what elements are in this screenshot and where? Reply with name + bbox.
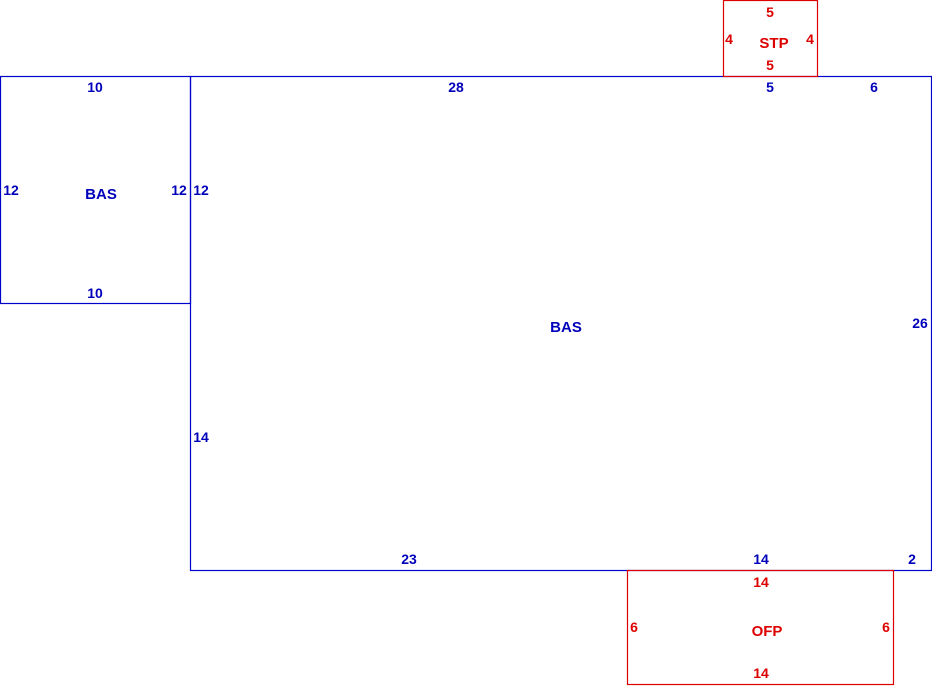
bas-main-left-upper-dim: 12 [193, 182, 209, 198]
bas-main-bottom-left-dim: 23 [401, 551, 417, 567]
ofp-outline [626, 569, 895, 686]
bas-small-label: BAS [85, 186, 117, 203]
bas-main-top-mid-dim: 5 [766, 79, 774, 95]
bas-main-area: 28 5 6 12 BAS 26 14 23 14 2 [189, 75, 932, 572]
bas-main-right-dim: 26 [912, 315, 928, 331]
bas-main-bottom-mid-dim: 14 [753, 551, 769, 567]
bas-main-label: BAS [550, 319, 582, 336]
bas-small-top-dim: 10 [87, 79, 103, 95]
bas-main-bottom-right-dim: 2 [908, 551, 916, 567]
ofp-right-dim: 6 [882, 619, 890, 635]
bas-main-top-left-dim: 28 [448, 79, 464, 95]
ofp-label: OFP [752, 623, 783, 640]
stp-bottom-dim: 5 [766, 57, 774, 73]
ofp-area: 14 6 OFP 6 14 [626, 569, 895, 686]
stp-left-dim: 4 [725, 31, 733, 47]
stp-area: 5 4 STP 4 5 [722, 0, 819, 78]
stp-right-dim: 4 [806, 31, 814, 47]
ofp-bottom-dim: 14 [753, 665, 769, 681]
stp-outline [722, 0, 819, 78]
bas-main-top-right-dim: 6 [870, 79, 878, 95]
ofp-left-dim: 6 [630, 619, 638, 635]
bas-main-left-lower-dim: 14 [193, 429, 209, 445]
ofp-top-dim: 14 [753, 574, 769, 590]
bas-small-left-dim: 12 [3, 182, 19, 198]
bas-small-bottom-dim: 10 [87, 285, 103, 301]
bas-small-right-dim: 12 [171, 182, 187, 198]
stp-top-dim: 5 [766, 4, 774, 20]
stp-label: STP [759, 35, 788, 52]
bas-small-area: 10 12 BAS 12 10 [0, 75, 192, 305]
